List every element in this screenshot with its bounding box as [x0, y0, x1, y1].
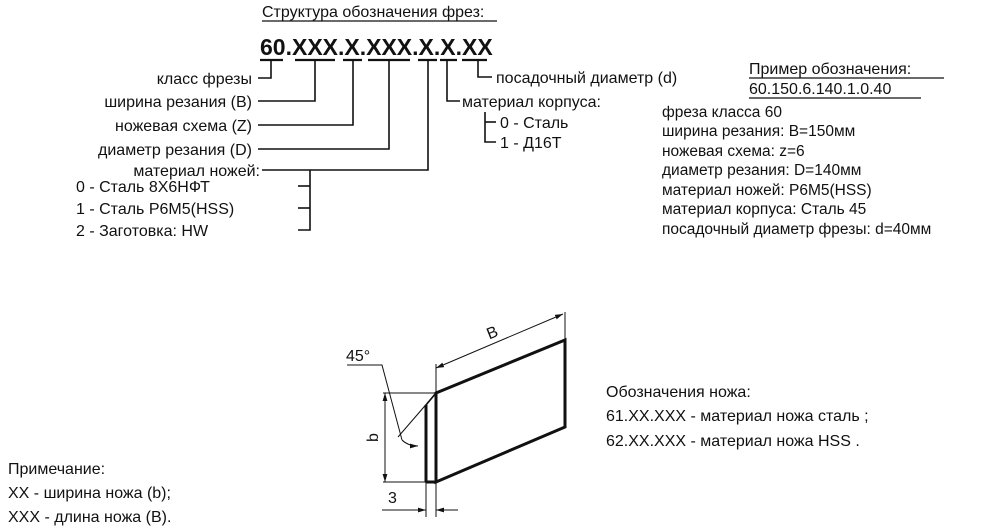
body-material-option-1: 1 - Д16Т — [500, 135, 562, 152]
structure-title: Структура обозначения фрез: — [262, 4, 484, 21]
example-line: материал ножей: Р6М5(HSS) — [662, 182, 872, 199]
note-title: Примечание: — [8, 461, 105, 478]
example-title: Пример обозначения: — [749, 61, 911, 78]
example-line: посадочный диаметр фрезы: d=40мм — [662, 221, 931, 238]
example-line: ширина резания: B=150мм — [662, 123, 855, 140]
knife-designation-line: 61.XX.XXX - материал ножа сталь ; — [606, 408, 869, 425]
structure-section: Структура обозначения фрез: 60.XXX.X.XXX… — [76, 4, 677, 240]
structure-code: 60.XXX.X.XXX.X.X.XX — [260, 34, 493, 60]
label-cutting-width: ширина резания (B) — [104, 94, 252, 111]
note-line: XXX - длина ножа (B). — [8, 509, 171, 526]
example-code: 60.150.6.140.1.0.40 — [749, 81, 891, 98]
example-line: материал корпуса: Сталь 45 — [662, 201, 866, 218]
label-cutting-diameter: диаметр резания (D) — [98, 142, 252, 159]
label-bore-diameter: посадочный диаметр (d) — [496, 70, 677, 87]
dim-B-label: B — [484, 323, 500, 343]
knife-face — [434, 337, 567, 485]
note-line: XX - ширина ножа (b); — [8, 485, 171, 502]
dim-b-label: b — [365, 433, 382, 442]
note-section: Примечание: XX - ширина ножа (b); XXX - … — [8, 461, 171, 526]
dim-3-label: 3 — [388, 490, 397, 507]
body-material-option-0: 0 - Сталь — [500, 115, 568, 132]
knife-drawing: 45° B b 3 — [346, 312, 567, 517]
knife-material-option-2: 2 - Заготовка: HW — [76, 223, 209, 240]
knife-material-option-0: 0 - Сталь 8Х6НФТ — [76, 179, 210, 196]
label-cutter-class: класс фрезы — [157, 71, 252, 88]
example-line: фреза класса 60 — [662, 104, 782, 121]
label-knife-scheme: ножевая схема (Z) — [115, 118, 252, 135]
label-body-material: материал корпуса: — [462, 94, 601, 111]
knife-designation-line: 62.XX.XXX - материал ножа HSS . — [606, 433, 860, 450]
leader-lines — [258, 60, 496, 231]
knife-material-option-1: 1 - Сталь Р6М5(HSS) — [76, 201, 234, 218]
dim-angle-label: 45° — [346, 348, 370, 365]
label-knife-material: материал ножей: — [133, 163, 260, 180]
knife-designation-title: Обозначения ножа: — [606, 384, 751, 401]
example-line: ножевая схема: z=6 — [662, 143, 805, 160]
knife-designation: Обозначения ножа: 61.XX.XXX - материал н… — [606, 384, 869, 450]
example-section: Пример обозначения: 60.150.6.140.1.0.40 … — [662, 61, 944, 238]
example-line: диаметр резания: D=140мм — [662, 162, 861, 179]
